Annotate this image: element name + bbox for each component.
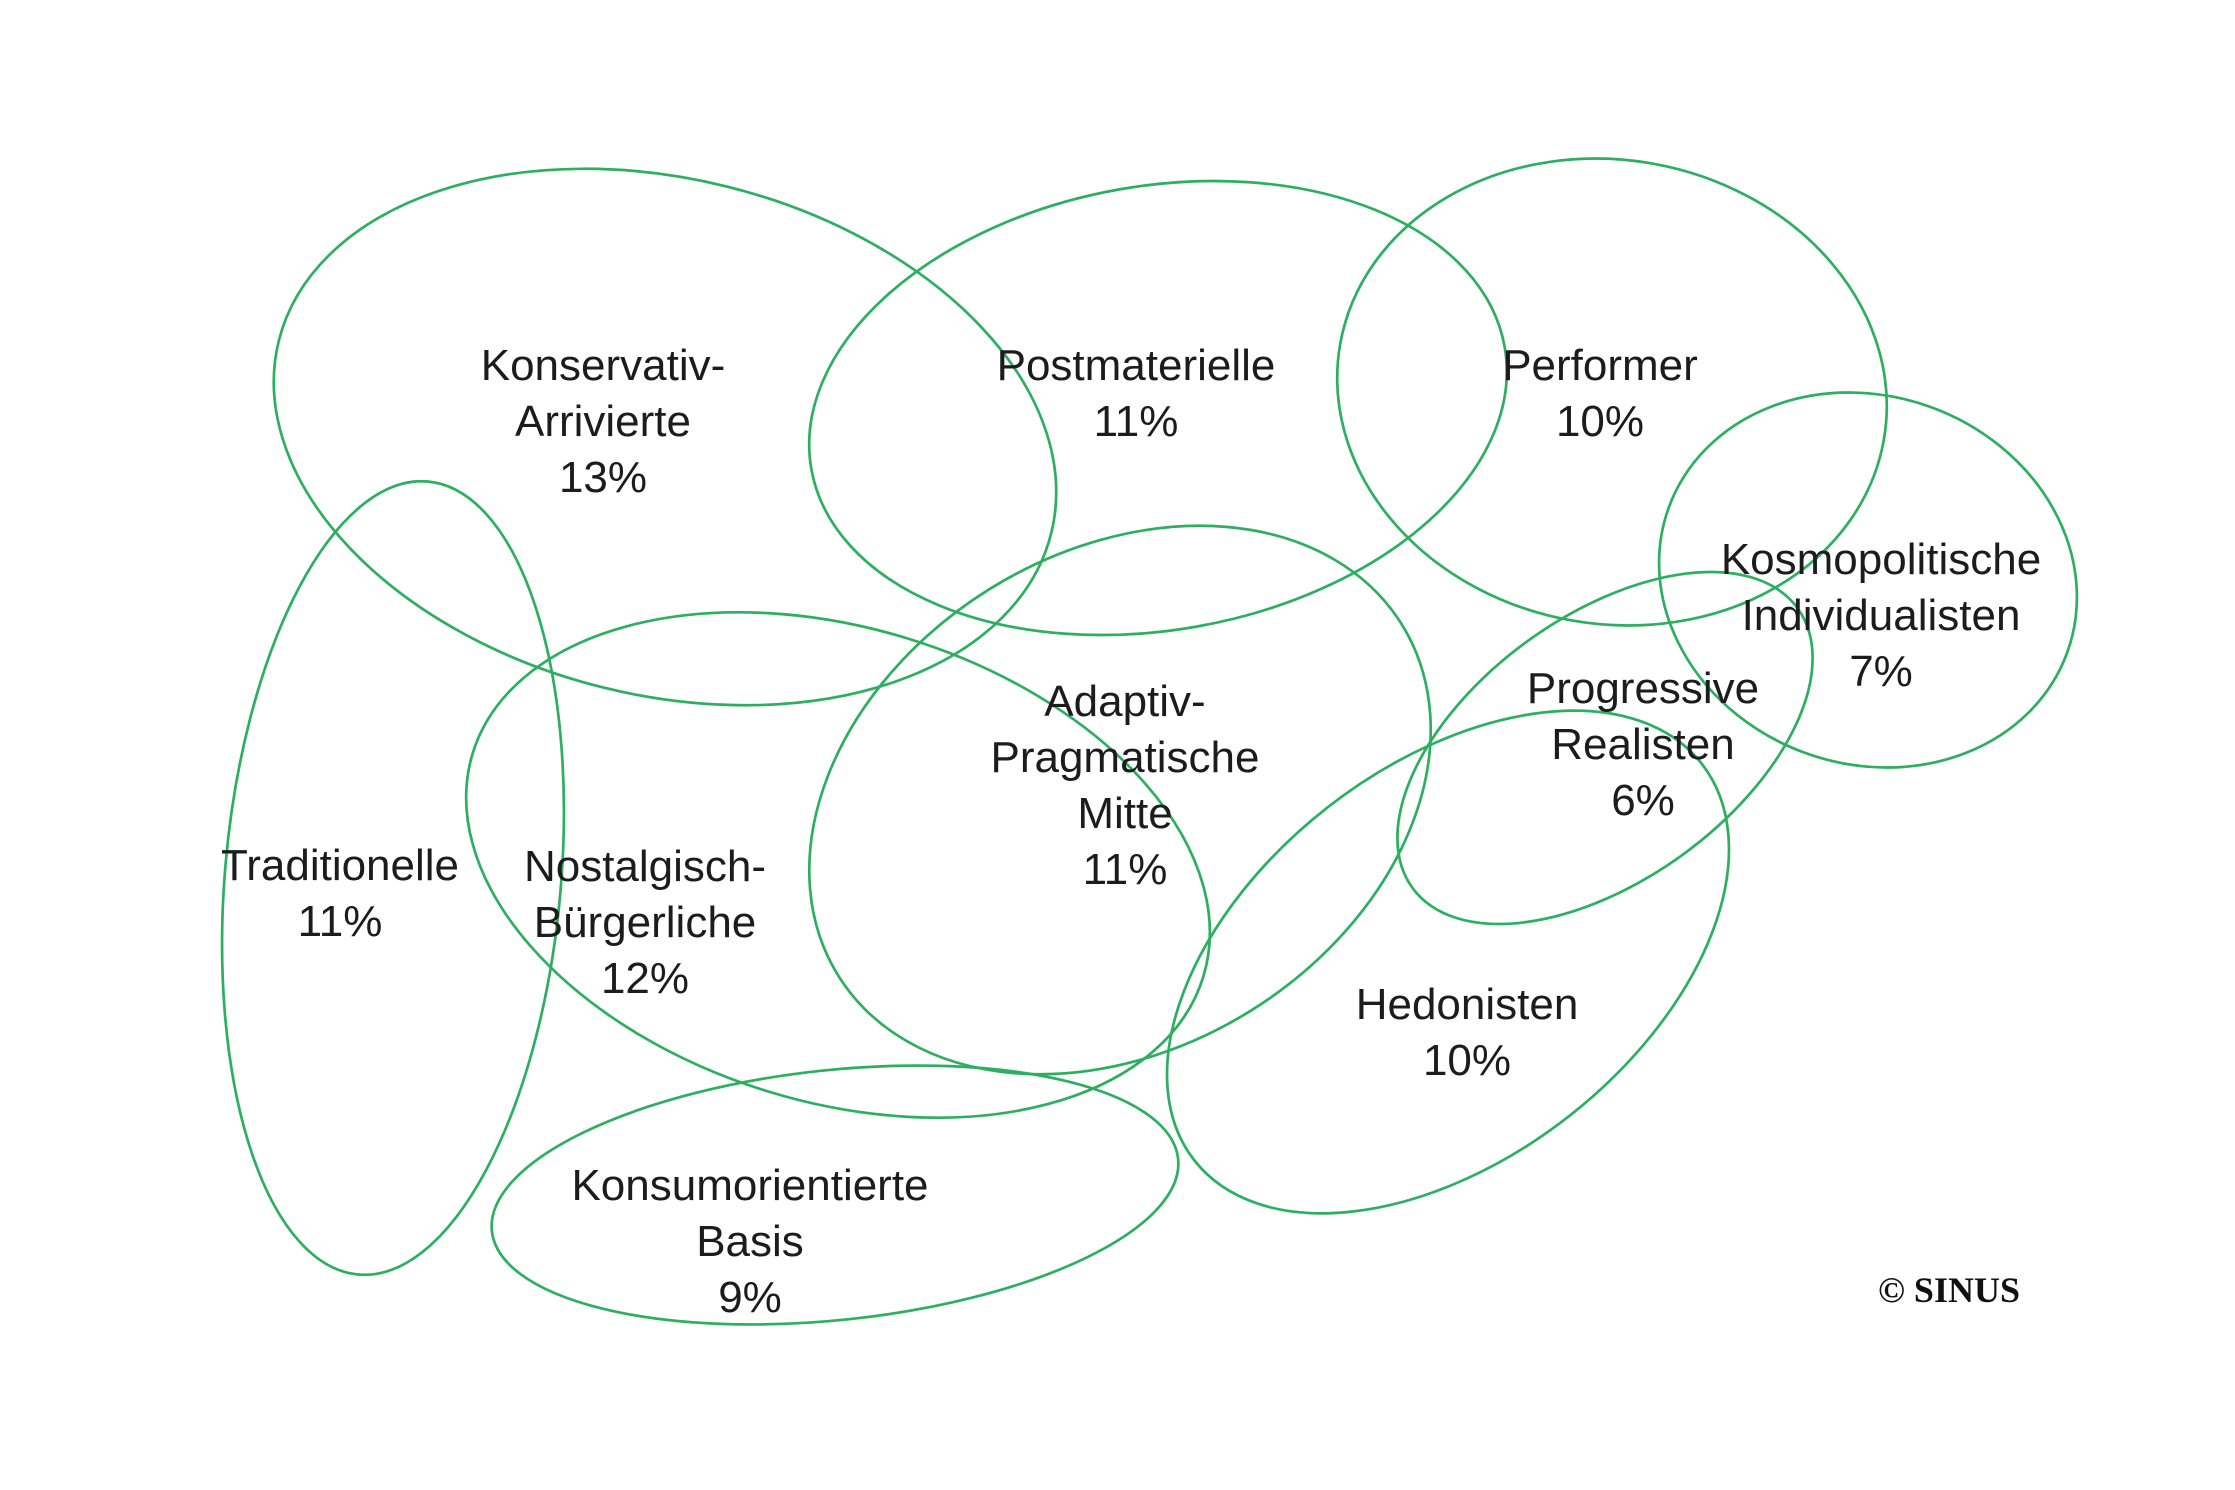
milieu-name-line: Mitte — [1077, 789, 1173, 838]
milieu-ellipse-progressive-realisten — [1396, 570, 1814, 926]
milieu-ellipse-nostalgisch-buergerliche — [464, 610, 1212, 1120]
milieu-ellipse-kosmopolitische-individualisten — [1657, 391, 2079, 769]
milieu-percent: 11% — [1093, 397, 1179, 446]
milieu-label-traditionelle: Traditionelle 11% — [221, 838, 459, 950]
milieu-name-line: Pragmatische — [990, 733, 1260, 782]
milieu-percent: 9% — [718, 1273, 782, 1322]
milieu-percent: 12% — [600, 954, 690, 1003]
milieu-name-line: Nostalgisch- — [523, 842, 767, 891]
milieu-label-hedonisten: Hedonisten 10% — [1356, 977, 1579, 1089]
milieu-name-line: Traditionelle — [220, 841, 460, 890]
milieu-ellipse-postmaterielle — [807, 179, 1509, 637]
milieu-percent: 13% — [558, 453, 648, 502]
milieu-percent: 6% — [1611, 776, 1675, 825]
milieu-ellipse-konservativ-arrivierte — [272, 167, 1058, 707]
milieu-name-line: Postmaterielle — [996, 341, 1276, 390]
milieu-label-konservativ-arrivierte: Konservativ- Arrivierte 13% — [481, 338, 726, 506]
milieu-name-line: Progressive — [1526, 664, 1760, 713]
milieu-percent: 11% — [297, 897, 383, 946]
milieu-ellipse-traditionelle — [220, 479, 566, 1277]
milieu-percent: 7% — [1849, 647, 1913, 696]
milieu-name-line: Konsumorientierte — [571, 1161, 929, 1210]
milieu-ellipse-adaptiv-pragmatische-mitte — [807, 524, 1433, 1076]
milieu-percent: 10% — [1555, 397, 1645, 446]
milieu-percent: 10% — [1422, 1036, 1512, 1085]
milieu-name-line: Realisten — [1551, 720, 1735, 769]
milieu-label-nostalgisch-buergerliche: Nostalgisch- Bürgerliche 12% — [524, 839, 766, 1007]
milieu-ellipse-performer — [1335, 157, 1889, 627]
copyright-sinus: © SINUS — [1878, 1270, 2020, 1310]
milieu-name-line: Arrivierte — [514, 397, 692, 446]
milieu-name-line: Bürgerliche — [533, 898, 757, 947]
milieu-label-postmaterielle: Postmaterielle 11% — [997, 338, 1276, 450]
milieu-ellipse-konsumorientierte-basis — [490, 1064, 1180, 1326]
milieu-name-line: Adaptiv- — [1044, 677, 1206, 726]
milieu-name-line: Hedonisten — [1355, 980, 1579, 1029]
milieu-name-line: Performer — [1502, 341, 1698, 390]
milieu-name-line: Kosmopolitische — [1720, 535, 2042, 584]
milieu-ellipse-hedonisten — [1165, 709, 1731, 1215]
milieu-name-line: Basis — [696, 1217, 804, 1266]
milieu-label-performer: Performer 10% — [1502, 338, 1698, 450]
milieu-name-line: Individualisten — [1741, 591, 2021, 640]
milieu-percent: 11% — [1082, 845, 1168, 894]
milieu-name-line: Konservativ- — [480, 341, 726, 390]
